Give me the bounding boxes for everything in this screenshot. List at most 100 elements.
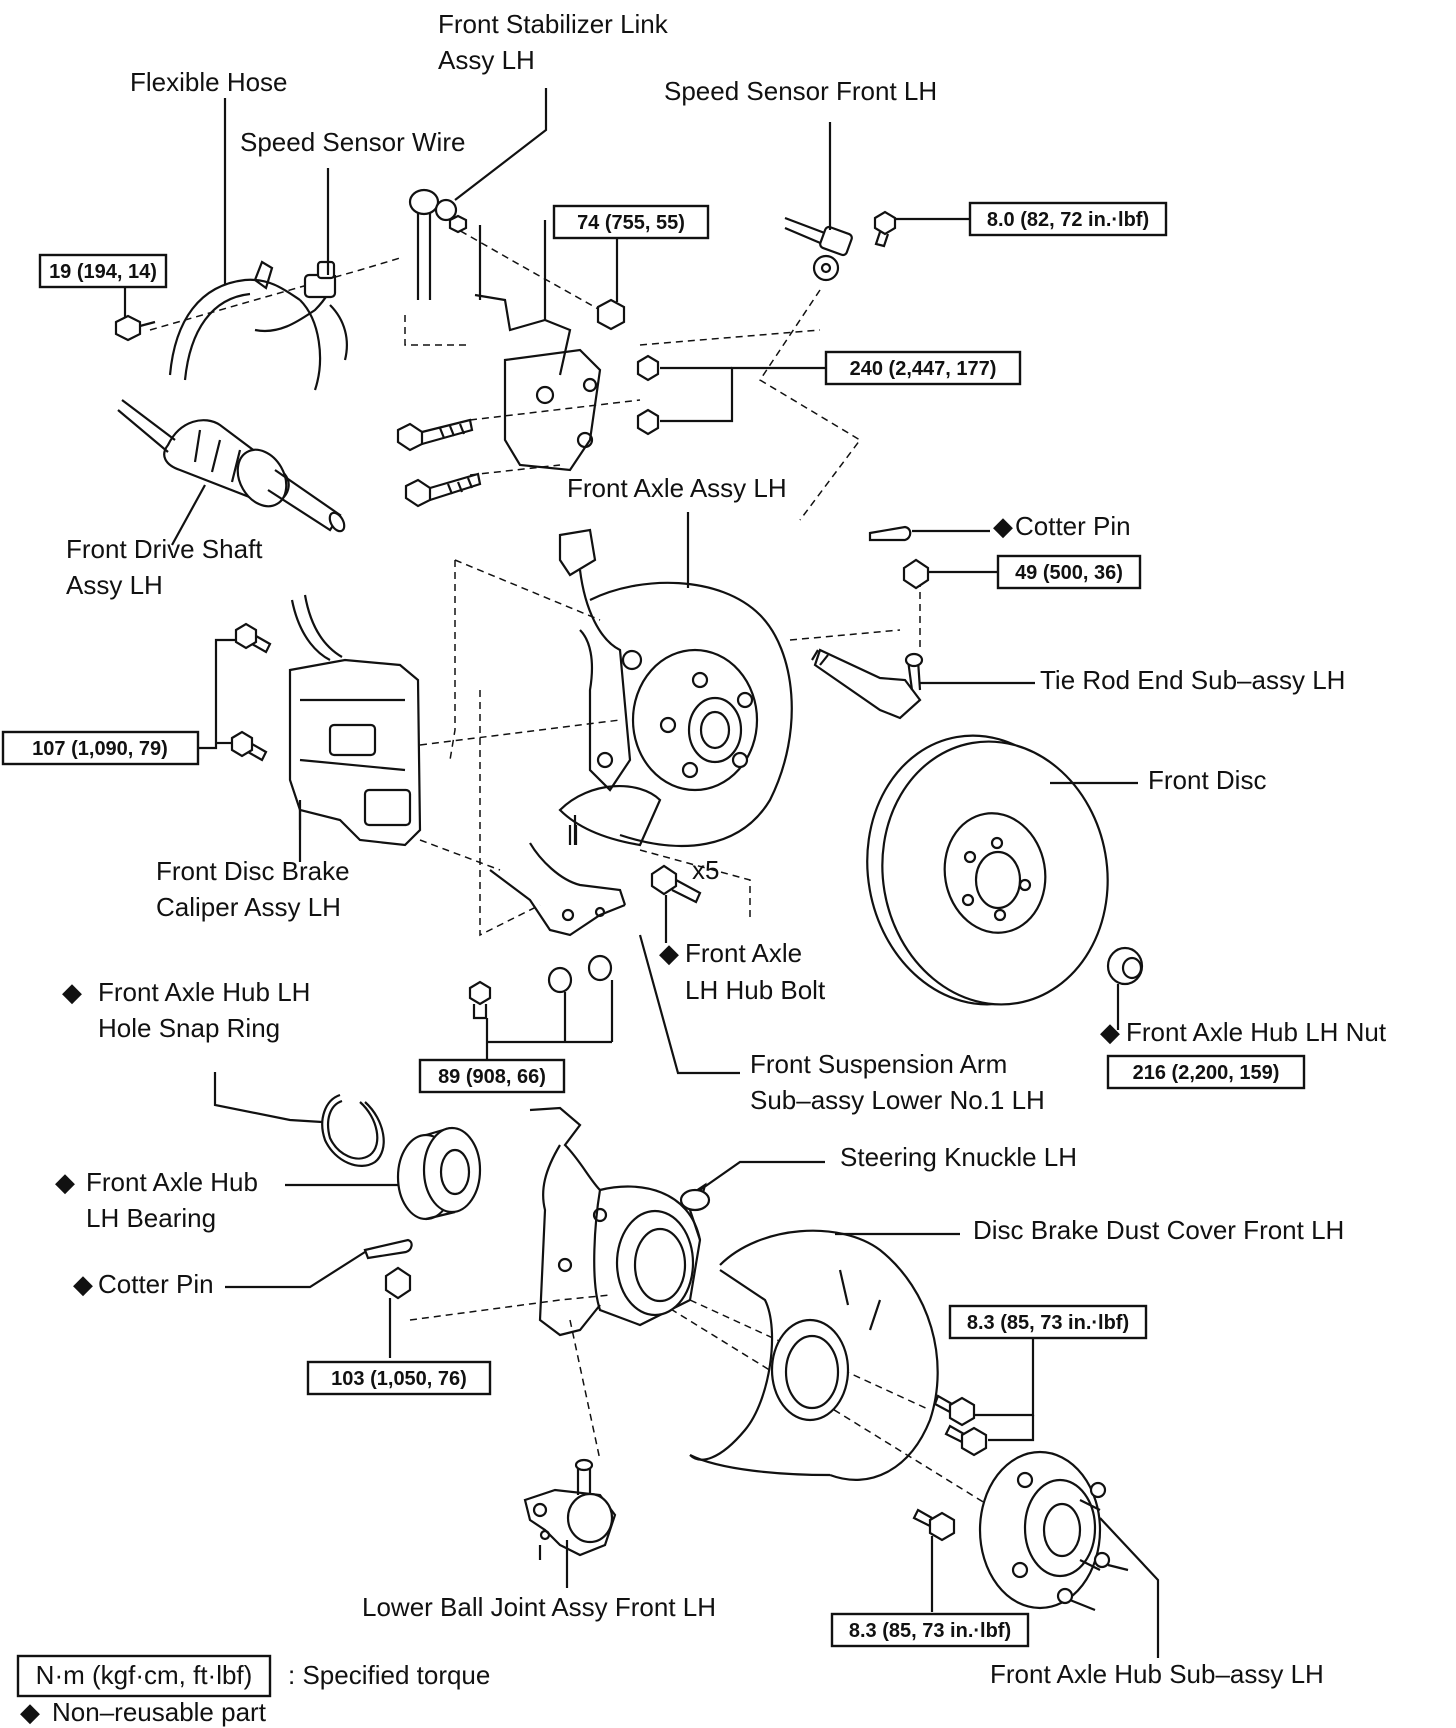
diamond-hub-bearing: ◆ bbox=[55, 1167, 75, 1197]
hub-bearing-part bbox=[396, 1126, 482, 1221]
torque-89-text: 89 (908, 66) bbox=[438, 1066, 546, 1088]
leader-lines bbox=[123, 88, 1160, 1658]
torque-216-text: 216 (2,200, 159) bbox=[1133, 1062, 1280, 1084]
torque-240: 240 (2,447, 177) bbox=[824, 350, 1022, 386]
legend-nonreusable: Non–reusable part bbox=[52, 1697, 267, 1727]
torque-8-3-bottom-text: 8.3 (85, 73 in.·lbf) bbox=[849, 1620, 1011, 1642]
label-susp-arm-line2: Sub–assy Lower No.1 LH bbox=[750, 1085, 1045, 1115]
castle-nut-103-part bbox=[384, 1266, 412, 1300]
torque-boxes: 19 (194, 14) 74 (755, 55) 8.0 (82, 72 in… bbox=[1, 201, 1306, 1648]
label-x5: x5 bbox=[692, 855, 719, 885]
castle-nut-49-part bbox=[902, 558, 930, 590]
label-stabilizer-link-line1: Front Stabilizer Link bbox=[438, 9, 669, 39]
torque-216: 216 (2,200, 159) bbox=[1106, 1054, 1306, 1090]
bolt-8-0-part bbox=[873, 210, 897, 248]
torque-8-3-top: 8.3 (85, 73 in.·lbf) bbox=[948, 1304, 1148, 1340]
torque-107: 107 (1,090, 79) bbox=[1, 730, 200, 766]
label-hub-bearing-line2: LH Bearing bbox=[86, 1203, 216, 1233]
lower-ball-joint-part bbox=[523, 1458, 617, 1560]
diamond-cotter-pin-top: ◆ bbox=[993, 511, 1013, 541]
bolt-8-3-bottom-part bbox=[912, 1508, 956, 1542]
label-cotter-pin-top: Cotter Pin bbox=[1015, 511, 1131, 541]
bolts-89-part bbox=[468, 954, 613, 1020]
label-tie-rod-end: Tie Rod End Sub–assy LH bbox=[1040, 665, 1345, 695]
torque-103-text: 103 (1,050, 76) bbox=[331, 1368, 467, 1390]
hub-sub-assy-part bbox=[978, 1450, 1129, 1612]
nut-74-part bbox=[596, 298, 626, 331]
label-drive-shaft-line2: Assy LH bbox=[66, 570, 163, 600]
torque-49-text: 49 (500, 36) bbox=[1015, 562, 1123, 584]
label-caliper-line2: Caliper Assy LH bbox=[156, 892, 341, 922]
tie-rod-end-part bbox=[811, 648, 924, 720]
strut-bolts-part bbox=[396, 418, 482, 508]
speed-sensor-part bbox=[784, 216, 853, 282]
legend-torque-box bbox=[16, 1654, 272, 1698]
label-flexible-hose: Flexible Hose bbox=[130, 67, 288, 97]
legend: N·m (kgf·cm, ft·lbf) : Specified torque … bbox=[16, 1654, 490, 1727]
torque-8-3-top-text: 8.3 (85, 73 in.·lbf) bbox=[967, 1312, 1129, 1334]
torque-74-text: 74 (755, 55) bbox=[577, 212, 685, 234]
label-susp-arm-line1: Front Suspension Arm bbox=[750, 1049, 1007, 1079]
torque-240-text: 240 (2,447, 177) bbox=[850, 358, 997, 380]
snap-ring-part bbox=[321, 1093, 385, 1167]
diamond-hub-bolt: ◆ bbox=[659, 938, 679, 968]
label-hub-bolt-line2: LH Hub Bolt bbox=[685, 975, 826, 1005]
caliper-bolts-part bbox=[230, 622, 272, 762]
torque-103: 103 (1,050, 76) bbox=[306, 1360, 492, 1396]
caliper-part bbox=[288, 594, 422, 847]
torque-8-3-bottom: 8.3 (85, 73 in.·lbf) bbox=[830, 1612, 1030, 1648]
torque-19-text: 19 (194, 14) bbox=[49, 261, 157, 283]
diamond-snap-ring: ◆ bbox=[62, 977, 82, 1007]
hub-nut-part bbox=[1106, 946, 1144, 986]
flexible-hose-part bbox=[168, 260, 322, 391]
label-hub-nut: Front Axle Hub LH Nut bbox=[1126, 1017, 1387, 1047]
front-disc-part bbox=[866, 734, 1109, 1006]
label-snap-ring-line2: Hole Snap Ring bbox=[98, 1013, 280, 1043]
diamond-cotter-pin-bottom: ◆ bbox=[73, 1269, 93, 1299]
legend-diamond: ◆ bbox=[20, 1697, 40, 1727]
label-drive-shaft-line1: Front Drive Shaft bbox=[66, 534, 263, 564]
torque-8-0-text: 8.0 (82, 72 in.·lbf) bbox=[987, 209, 1149, 231]
strut-bracket-part bbox=[474, 220, 602, 472]
nuts-240-part bbox=[636, 354, 660, 436]
label-speed-sensor-wire: Speed Sensor Wire bbox=[240, 127, 465, 157]
label-hub-bearing-line1: Front Axle Hub bbox=[86, 1167, 258, 1197]
diamond-hub-nut: ◆ bbox=[1100, 1017, 1120, 1047]
front-axle-assy-part bbox=[558, 528, 793, 848]
dust-cover-part bbox=[689, 1229, 939, 1481]
label-stabilizer-link-line2: Assy LH bbox=[438, 45, 535, 75]
hub-bolt-part bbox=[650, 864, 702, 904]
torque-8-0: 8.0 (82, 72 in.·lbf) bbox=[968, 201, 1168, 237]
cotter-pin-bottom-part bbox=[363, 1238, 413, 1260]
drive-shaft-part bbox=[117, 399, 346, 533]
stabilizer-link-part bbox=[408, 188, 468, 300]
speed-sensor-wire-part bbox=[254, 260, 348, 361]
legend-torque-unit: N·m (kgf·cm, ft·lbf) bbox=[36, 1660, 253, 1690]
dust-cover-bolts-part bbox=[933, 1394, 988, 1457]
legend-torque-desc: : Specified torque bbox=[288, 1660, 490, 1690]
label-caliper-line1: Front Disc Brake bbox=[156, 856, 350, 886]
label-hub-bolt-line1: Front Axle bbox=[685, 938, 802, 968]
suspension-arm-part bbox=[489, 825, 627, 937]
label-snap-ring-line1: Front Axle Hub LH bbox=[98, 977, 310, 1007]
label-cotter-pin-bottom: Cotter Pin bbox=[98, 1269, 214, 1299]
torque-107-text: 107 (1,090, 79) bbox=[32, 738, 168, 760]
torque-89: 89 (908, 66) bbox=[418, 1058, 566, 1094]
bolt-19-part bbox=[114, 314, 156, 342]
cotter-pin-top-part bbox=[868, 525, 912, 542]
label-dust-cover: Disc Brake Dust Cover Front LH bbox=[973, 1215, 1344, 1245]
label-speed-sensor-front: Speed Sensor Front LH bbox=[664, 76, 937, 106]
label-steering-knuckle: Steering Knuckle LH bbox=[840, 1142, 1077, 1172]
part-labels: Front Stabilizer Link Assy LH Flexible H… bbox=[55, 9, 1387, 1689]
assembly-guides bbox=[149, 224, 1031, 1531]
torque-19: 19 (194, 14) bbox=[38, 253, 168, 289]
label-hub-sub-assy: Front Axle Hub Sub–assy LH bbox=[990, 1659, 1324, 1689]
label-front-axle-assy: Front Axle Assy LH bbox=[567, 473, 787, 503]
label-lower-ball-joint: Lower Ball Joint Assy Front LH bbox=[362, 1592, 716, 1622]
torque-74: 74 (755, 55) bbox=[552, 204, 710, 240]
steering-knuckle-part bbox=[529, 1106, 711, 1337]
label-front-disc: Front Disc bbox=[1148, 765, 1266, 795]
torque-49: 49 (500, 36) bbox=[996, 554, 1142, 590]
